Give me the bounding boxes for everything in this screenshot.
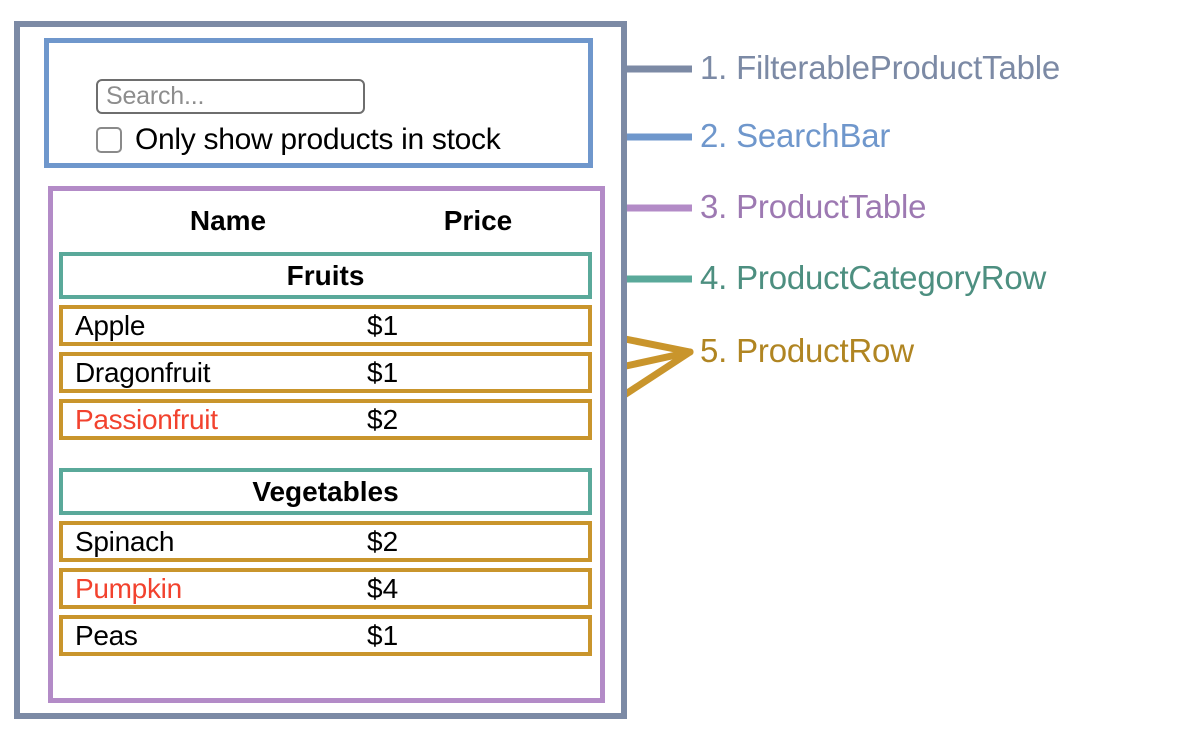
product-row: Passionfruit $2 <box>59 399 592 440</box>
product-category-label: Fruits <box>286 259 365 291</box>
product-row: Peas $1 <box>59 615 592 656</box>
product-row: Spinach $2 <box>59 521 592 562</box>
product-row: Pumpkin $4 <box>59 568 592 609</box>
product-price: $4 <box>367 572 399 604</box>
in-stock-checkbox-label: Only show products in stock <box>135 123 501 156</box>
table-header-row: Name Price <box>53 199 600 243</box>
in-stock-checkbox-row[interactable]: Only show products in stock <box>96 123 501 157</box>
product-name: Dragonfruit <box>75 356 211 388</box>
legend-label-product-table: 3. ProductTable <box>700 188 927 225</box>
search-input[interactable]: Search... <box>96 79 365 114</box>
product-category-row: Fruits <box>59 252 592 299</box>
product-table-box: Name Price Fruits Apple $1 Dragonfruit $… <box>48 186 605 703</box>
search-bar-box: Search... Only show products in stock <box>44 38 593 168</box>
legend-label-filterable-product-table: 1. FilterableProductTable <box>700 49 1061 86</box>
product-price: $2 <box>367 525 399 557</box>
product-rows-area: Fruits Apple $1 Dragonfruit $1 Passionfr… <box>59 252 592 662</box>
product-row: Apple $1 <box>59 305 592 346</box>
product-price: $1 <box>367 619 399 651</box>
section-spacer <box>59 446 592 468</box>
legend-label-product-category-row: 4. ProductCategoryRow <box>700 259 1047 296</box>
product-price: $1 <box>367 356 399 388</box>
legend-label-product-row: 5. ProductRow <box>700 332 914 369</box>
product-category-row: Vegetables <box>59 468 592 515</box>
product-price: $2 <box>367 403 399 435</box>
column-header-price: Price <box>443 205 513 236</box>
column-header-name: Name <box>189 205 267 236</box>
product-row: Dragonfruit $1 <box>59 352 592 393</box>
product-name: Peas <box>75 619 138 651</box>
product-name: Apple <box>75 309 146 341</box>
legend-label-search-bar: 2. SearchBar <box>700 117 891 154</box>
product-name: Pumpkin <box>75 572 182 604</box>
product-price: $1 <box>367 309 399 341</box>
product-name: Passionfruit <box>75 403 218 435</box>
product-name: Spinach <box>75 525 175 557</box>
in-stock-checkbox[interactable] <box>96 127 122 153</box>
product-category-label: Vegetables <box>252 475 399 507</box>
